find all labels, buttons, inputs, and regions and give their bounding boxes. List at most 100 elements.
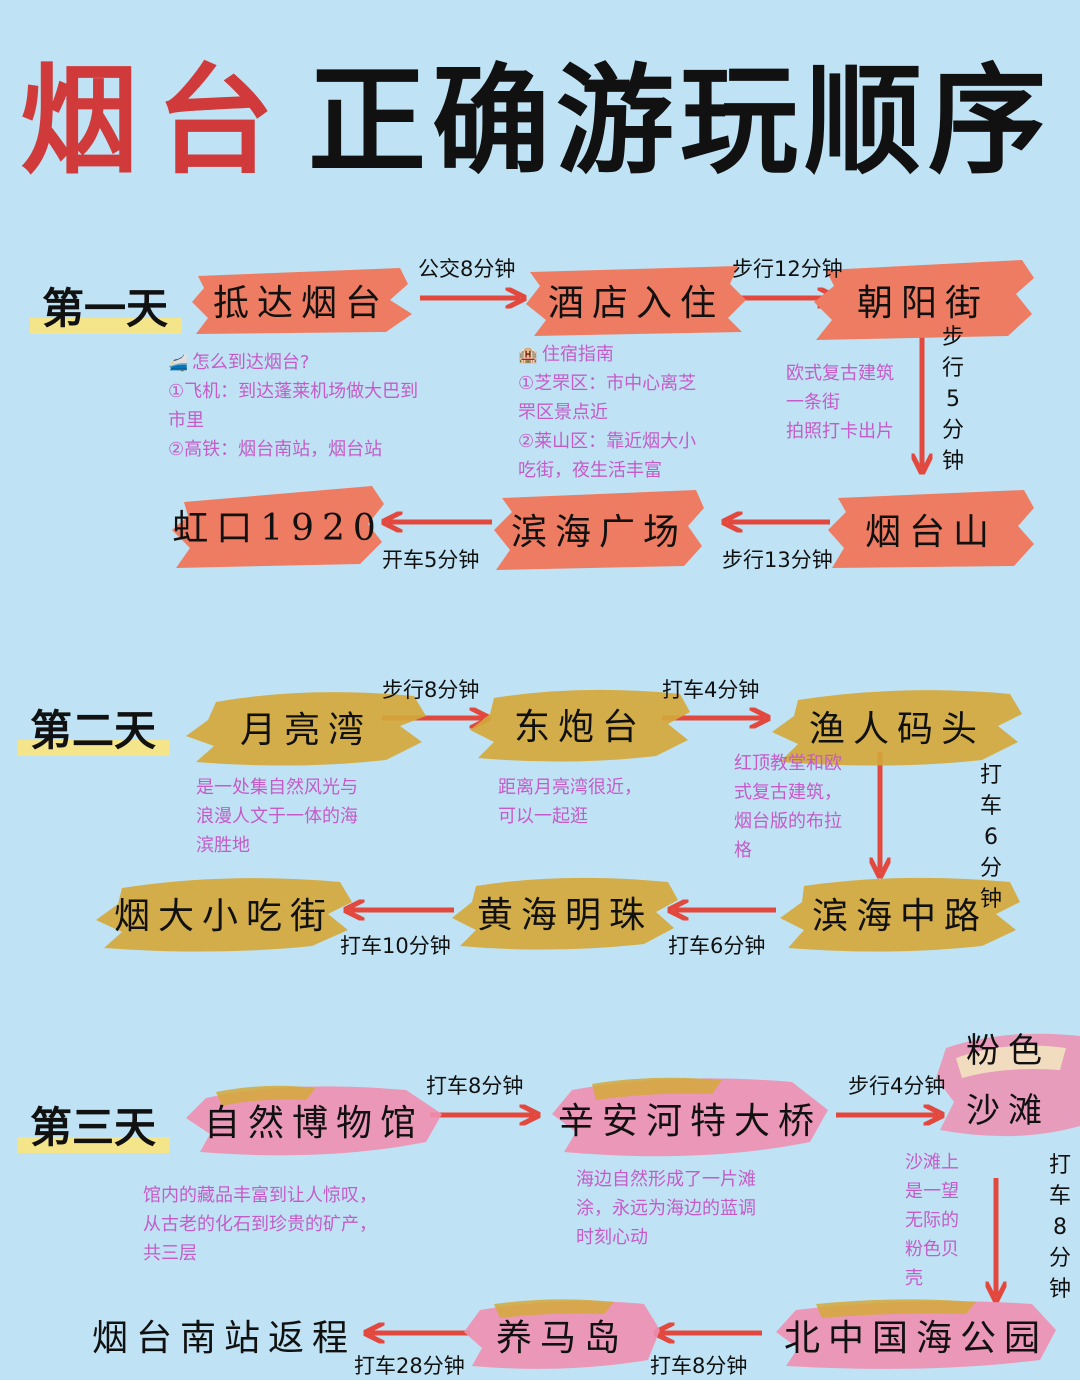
note-line: 市里 xyxy=(168,410,204,431)
stop-d3-bridge: 辛安河特大桥 xyxy=(552,1072,828,1164)
note-line: 沙滩上 xyxy=(905,1152,959,1173)
title-city: 烟台 xyxy=(20,51,293,190)
note-line: 壳 xyxy=(905,1268,923,1289)
stop-label: 抵达烟台 xyxy=(212,283,389,324)
note-line: ①飞机：到达蓬莱机场做大巴到 xyxy=(168,381,419,402)
stop-label: 烟大小吃街 xyxy=(113,896,334,937)
note-line: ①芝罘区：市中心离芝 xyxy=(518,373,697,394)
brush-stroke xyxy=(936,1033,1080,1137)
stop-label-line: 沙滩 xyxy=(966,1091,1050,1131)
stop-d1-hotel: 酒店入住 xyxy=(526,262,746,338)
brush-stroke xyxy=(96,878,352,952)
note-title: 住宿指南 xyxy=(541,344,614,365)
stop-d3-return: 烟台南站返程 xyxy=(82,1296,366,1374)
note-line: 时刻心动 xyxy=(576,1227,648,1248)
transport-d3-5: 打车28分钟 xyxy=(354,1354,465,1378)
note-chaoyang: 欧式复古建筑 一条街 拍照打卡出片 xyxy=(786,359,894,446)
note-line: 从古老的化石到珍贵的矿产， xyxy=(143,1214,377,1235)
stop-label: 渔人码头 xyxy=(808,709,985,750)
stop-label: 黄海明珠 xyxy=(476,895,653,936)
stop-d1-plaza: 滨海广场 xyxy=(494,486,704,572)
stop-label: 粉色 沙滩 xyxy=(966,1021,1050,1141)
note-line: 可以一起逛 xyxy=(498,806,588,827)
transport-d3-2: 步行4分钟 xyxy=(848,1074,946,1098)
note-line: 一条街 xyxy=(786,392,840,413)
brush-stroke xyxy=(464,1299,660,1369)
stop-d2-moonbay: 月亮湾 xyxy=(186,686,426,768)
stop-d2-snackstreet: 烟大小吃街 xyxy=(96,872,352,954)
note-line: 滨胜地 xyxy=(196,835,250,856)
day-label-2: 第二天 xyxy=(17,697,171,758)
note-museum: 馆内的藏品丰富到让人惊叹， 从古老的化石到珍贵的矿产， 共三层 xyxy=(143,1181,377,1268)
stop-d3-yangma: 养马岛 xyxy=(464,1296,660,1374)
note-wharf: 红顶教堂和欧 式复古建筑， 烟台版的布拉 格 xyxy=(734,749,842,865)
note-hotel: 🏨住宿指南 ①芝罘区：市中心离芝 罘区景点近 ②莱山区：靠近烟大小 吃街，夜生活… xyxy=(518,340,696,485)
brush-stroke xyxy=(186,1085,442,1156)
transport-d2-3: 打车6分钟 xyxy=(979,763,1002,912)
note-line: 欧式复古建筑 xyxy=(786,363,894,384)
brush-stroke xyxy=(526,266,746,336)
stop-label: 滨海中路 xyxy=(811,896,988,937)
brush-stroke xyxy=(828,490,1034,568)
brush-stroke xyxy=(172,486,384,568)
note-arrival: 🚄怎么到达烟台? ①飞机：到达蓬莱机场做大巴到 市里 ②高铁：烟台南站，烟台站 xyxy=(168,348,418,464)
stop-label-line: 粉色 xyxy=(966,1031,1050,1071)
note-line: 烟台版的布拉 xyxy=(734,811,842,832)
stop-label: 酒店入住 xyxy=(547,283,724,324)
stop-label: 烟台山 xyxy=(864,512,997,553)
note-beach: 沙滩上 是一望 无际的 粉色贝 壳 xyxy=(905,1148,959,1293)
train-icon: 🚄 xyxy=(168,353,188,372)
note-line: 红顶教堂和欧 xyxy=(734,753,842,774)
brush-stroke xyxy=(552,1077,828,1157)
transport-d1-1: 公交8分钟 xyxy=(418,257,516,281)
note-line: 海边自然形成了一片滩 xyxy=(576,1169,756,1190)
transport-d1-5: 开车5分钟 xyxy=(382,548,480,572)
transport-d1-4: 步行13分钟 xyxy=(722,548,833,572)
stop-d1-arrive: 抵达烟台 xyxy=(190,262,412,338)
note-line: ②莱山区：靠近烟大小 xyxy=(518,431,697,452)
stop-d2-binhai: 滨海中路 xyxy=(780,872,1020,954)
stop-label: 养马岛 xyxy=(495,1318,628,1359)
stop-d1-chaoyang: 朝阳街 xyxy=(812,258,1034,342)
brush-stroke xyxy=(192,268,412,334)
note-line: 格 xyxy=(734,840,752,861)
stop-d2-fort: 东炮台 xyxy=(470,684,690,764)
day-label-3: 第三天 xyxy=(17,1094,171,1155)
note-moonbay: 是一处集自然风光与 浪漫人文于一体的海 滨胜地 xyxy=(196,773,358,860)
day-label-1: 第一天 xyxy=(29,275,183,336)
stop-d3-museum: 自然博物馆 xyxy=(186,1078,442,1162)
note-line: 拍照打卡出片 xyxy=(786,421,894,442)
note-line: 浪漫人文于一体的海 xyxy=(196,806,358,827)
note-title: 怎么到达烟台? xyxy=(191,352,310,373)
note-line: 无际的 xyxy=(905,1210,959,1231)
brush-stroke xyxy=(814,260,1034,340)
brush-stroke xyxy=(186,692,426,766)
note-line: 共三层 xyxy=(143,1243,197,1264)
stop-d1-hongkou: 虹口1920 xyxy=(172,480,384,570)
stop-label: 滨海广场 xyxy=(510,512,687,553)
note-line: 是一望 xyxy=(905,1181,959,1202)
note-line: 涂，永远为海边的蓝调 xyxy=(576,1198,756,1219)
transport-d3-1: 打车8分钟 xyxy=(426,1074,524,1098)
stop-label: 虹口1920 xyxy=(172,508,384,549)
stop-label: 辛安河特大桥 xyxy=(557,1101,822,1142)
note-line: 粉色贝 xyxy=(905,1239,959,1260)
brush-stroke xyxy=(494,490,704,570)
brush-stroke xyxy=(772,690,1022,766)
note-line: 式复古建筑， xyxy=(734,782,842,803)
brush-stroke xyxy=(470,689,690,762)
stop-d2-wharf: 渔人码头 xyxy=(772,684,1022,768)
title-rest: 正确游玩顺序 xyxy=(308,51,1053,190)
transport-d2-5: 打车10分钟 xyxy=(340,934,451,958)
stop-label: 烟台南站返程 xyxy=(91,1318,356,1359)
page-title: 烟台 正确游玩顺序 xyxy=(20,40,1052,190)
stop-d2-pearl: 黄海明珠 xyxy=(452,872,678,952)
stop-label: 东炮台 xyxy=(513,707,646,748)
transport-d3-3: 打车8分钟 xyxy=(1048,1153,1071,1302)
stop-d1-yantaishan: 烟台山 xyxy=(828,488,1034,570)
transport-d3-4: 打车8分钟 xyxy=(650,1354,748,1378)
note-line: ②高铁：烟台南站，烟台站 xyxy=(168,439,383,460)
brush-stroke xyxy=(452,877,678,950)
transport-d1-2: 步行12分钟 xyxy=(732,257,843,281)
note-line: 是一处集自然风光与 xyxy=(196,777,358,798)
